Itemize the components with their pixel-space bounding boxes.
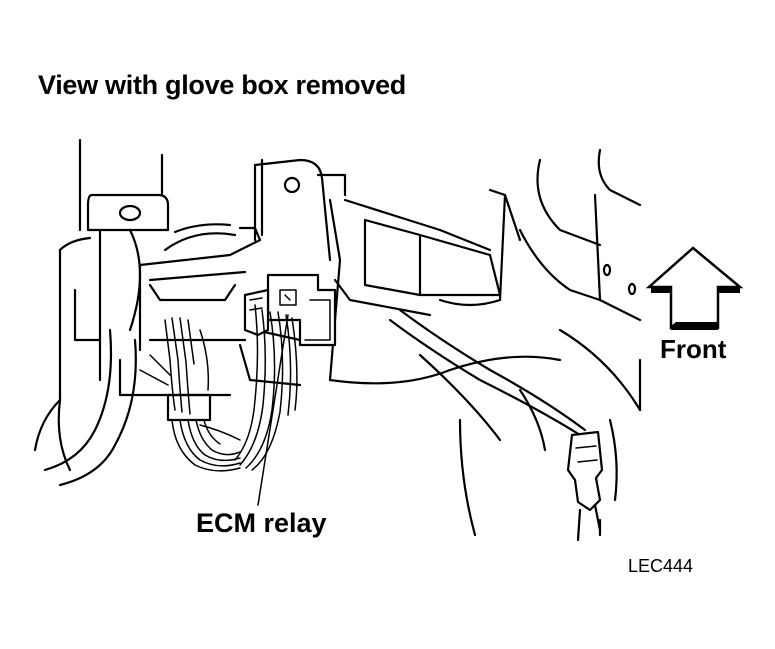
right-connector bbox=[566, 430, 604, 542]
relay-wire-bundle bbox=[234, 304, 298, 471]
right-cable bbox=[388, 308, 587, 442]
callout-leader-line bbox=[257, 314, 289, 506]
front-direction-label: Front bbox=[660, 334, 727, 364]
right-panel bbox=[518, 148, 642, 412]
mounting-plate bbox=[118, 223, 262, 397]
diagram-title: View with glove box removed bbox=[38, 70, 407, 100]
figure-code: LEC444 bbox=[628, 556, 694, 576]
ecm-relay-box bbox=[243, 273, 337, 347]
ecm-relay-callout-label: ECM relay bbox=[196, 508, 327, 538]
left-harness bbox=[33, 328, 137, 487]
center-console-block bbox=[238, 158, 347, 387]
left-bracket bbox=[57, 138, 170, 472]
left-wire-bundle bbox=[139, 317, 241, 472]
up-arrow-icon bbox=[645, 246, 744, 330]
air-duct bbox=[333, 188, 522, 317]
lower-housing bbox=[328, 355, 618, 537]
